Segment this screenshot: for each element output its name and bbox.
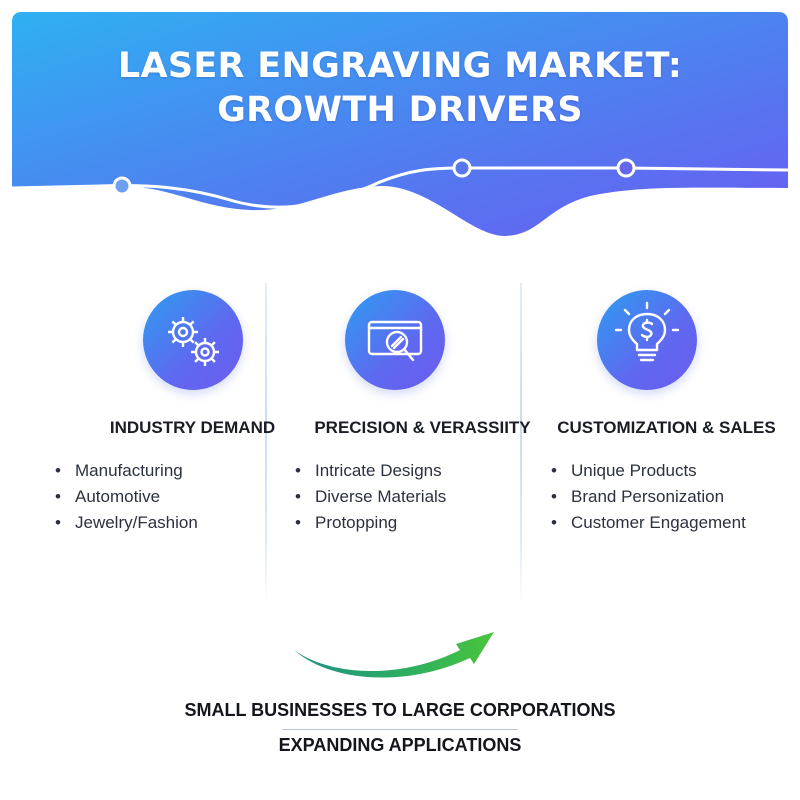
- icon-badge: [143, 290, 243, 390]
- footer-line-1: SMALL BUSINESSES TO LARGE CORPORATIONS: [184, 700, 616, 720]
- growth-arrow-icon: [294, 632, 494, 678]
- icon-badge: [345, 290, 445, 390]
- bullet-list: Unique Products Brand Personization Cust…: [551, 458, 746, 536]
- lightbulb-dollar-icon: [614, 301, 680, 362]
- list-item: Unique Products: [551, 458, 746, 484]
- title-line-2: GROWTH DRIVERS: [217, 90, 583, 130]
- icon-badge: [597, 290, 697, 390]
- list-item: Protopping: [295, 510, 446, 536]
- bullet-list: Manufacturing Automotive Jewelry/Fashion: [55, 458, 198, 536]
- list-item: Jewelry/Fashion: [55, 510, 198, 536]
- timeline-node: [616, 158, 636, 178]
- precision-magnifier-icon: [367, 320, 423, 362]
- list-item: Customer Engagement: [551, 510, 746, 536]
- list-item: Intricate Designs: [295, 458, 446, 484]
- bullet-list: Intricate Designs Diverse Materials Prot…: [295, 458, 446, 536]
- page-title: LASER ENGRAVING MARKET: GROWTH DRIVERS: [0, 44, 800, 132]
- timeline-line: [11, 166, 789, 209]
- column-divider: [520, 283, 522, 605]
- title-line-1: LASER ENGRAVING MARKET:: [117, 46, 683, 86]
- list-item: Diverse Materials: [295, 484, 446, 510]
- footer-line-2: EXPANDING APPLICATIONS: [278, 735, 522, 755]
- column-heading: PRECISION & VERASSIITY: [314, 418, 531, 437]
- column-heading: CUSTOMIZATION & SALES: [557, 418, 776, 437]
- timeline-node: [112, 176, 132, 196]
- column-heading: INDUSTRY DEMAND: [109, 418, 276, 437]
- timeline-node: [452, 158, 472, 178]
- footer-divider: [282, 729, 518, 730]
- gears-icon: [168, 317, 219, 366]
- list-item: Manufacturing: [55, 458, 198, 484]
- header-banner: [11, 12, 789, 236]
- column-divider: [265, 283, 267, 605]
- header-wave-shape: [12, 12, 788, 236]
- list-item: Automotive: [55, 484, 198, 510]
- list-item: Brand Personization: [551, 484, 746, 510]
